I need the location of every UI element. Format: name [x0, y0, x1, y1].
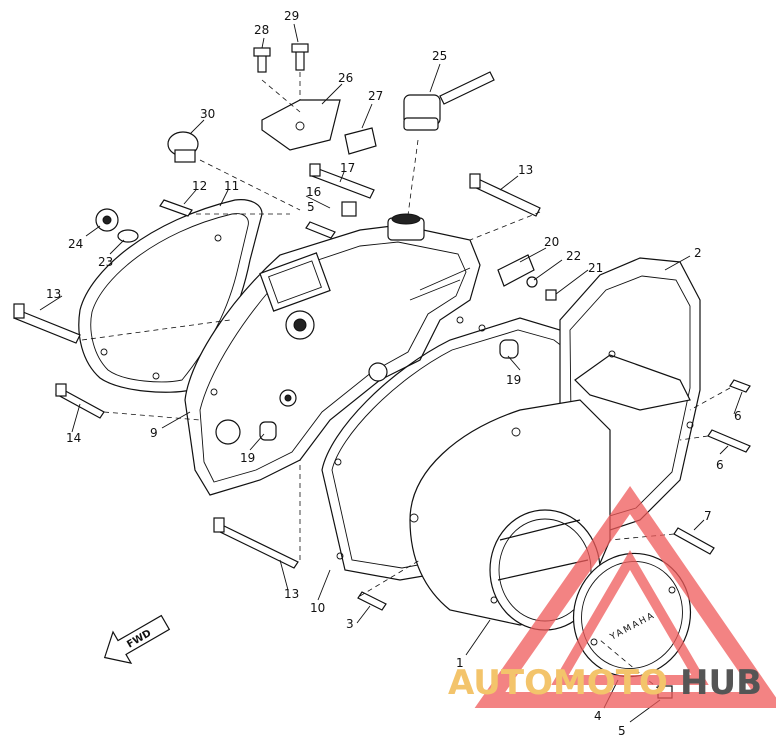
callout-9: 9 — [150, 426, 158, 440]
callout-19-left: 19 — [240, 451, 255, 465]
callout-4: 4 — [594, 709, 602, 723]
callout-23: 23 — [98, 255, 113, 269]
callout-10: 10 — [310, 601, 325, 615]
callout-13-bottom: 13 — [284, 587, 299, 601]
callout-2: 2 — [694, 246, 702, 260]
callout-6-upper: 6 — [734, 409, 742, 423]
watermark-text-part2: HUB — [680, 663, 762, 703]
callout-5-top: 5 — [307, 200, 315, 214]
callout-numbers: 1 2 3 4 5 5 6 6 7 9 10 11 12 13 13 13 14… — [46, 9, 742, 738]
callout-17: 17 — [340, 161, 355, 175]
callout-29: 29 — [284, 9, 299, 23]
crankcase — [184, 213, 481, 496]
watermark-text-part1: AUTOMOTO — [448, 663, 668, 703]
callout-30: 30 — [200, 107, 215, 121]
callout-14: 14 — [66, 431, 81, 445]
fasteners — [13, 303, 751, 699]
callout-7: 7 — [704, 509, 712, 523]
fwd-arrow: FWD — [103, 614, 171, 664]
leader-lines — [39, 23, 743, 723]
callout-11: 11 — [224, 179, 239, 193]
callout-20: 20 — [544, 235, 559, 249]
callout-3: 3 — [346, 617, 354, 631]
callout-21: 21 — [588, 261, 603, 275]
callout-5-bottom: 5 — [618, 724, 626, 738]
small-oval-cover: YAMAHA — [572, 552, 692, 678]
generator-cover — [409, 399, 611, 631]
callout-22: 22 — [566, 249, 581, 263]
callout-28: 28 — [254, 23, 269, 37]
callout-13-left: 13 — [46, 287, 61, 301]
callout-16: 16 — [306, 185, 321, 199]
watermark-logo: AUTOMOTO HUB — [448, 485, 776, 708]
top-parts — [95, 43, 557, 301]
callout-12: 12 — [192, 179, 207, 193]
callout-13-right: 13 — [518, 163, 533, 177]
callout-27: 27 — [368, 89, 383, 103]
callout-24: 24 — [68, 237, 83, 251]
callout-6-lower: 6 — [716, 458, 724, 472]
callout-1: 1 — [456, 656, 464, 670]
callout-19-right: 19 — [506, 373, 521, 387]
callout-26: 26 — [338, 71, 353, 85]
callout-25: 25 — [432, 49, 447, 63]
